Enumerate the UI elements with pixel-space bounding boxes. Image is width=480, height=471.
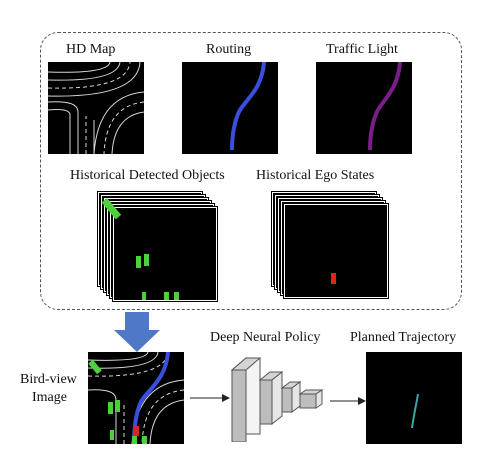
neural-network-icon: [230, 356, 324, 442]
historical-ego-states-stack: [272, 192, 392, 302]
historical-detected-objects-label: Historical Detected Objects: [70, 168, 225, 183]
deep-neural-policy-label: Deep Neural Policy: [210, 330, 321, 345]
planned-trajectory-panel: [366, 352, 462, 444]
arrow-to-trajectory-icon: [330, 397, 366, 405]
arrow-to-policy-icon: [190, 394, 230, 402]
routing-label: Routing: [206, 42, 252, 57]
trajectory-path: [411, 393, 419, 429]
historical-detected-objects-stack: [98, 192, 218, 302]
planned-trajectory-label: Planned Trajectory: [350, 330, 457, 345]
inputs-group-frame: [40, 32, 462, 310]
hd-map-panel: [48, 62, 144, 154]
traffic-light-label: Traffic Light: [326, 42, 398, 57]
bird-view-image-panel: [88, 352, 184, 444]
traffic-light-path: [368, 62, 402, 151]
historical-ego-states-label: Historical Ego States: [256, 168, 375, 183]
traffic-light-panel: [316, 62, 412, 154]
routing-panel: [182, 62, 278, 154]
bird-view-image-label-line2: Image: [32, 390, 67, 405]
hd-map-label: HD Map: [66, 42, 116, 57]
down-arrow-icon: [114, 312, 160, 352]
ego-vehicle: [331, 273, 336, 284]
bird-view-image-label-line1: Bird-view: [20, 372, 77, 387]
routing-path: [230, 62, 266, 151]
